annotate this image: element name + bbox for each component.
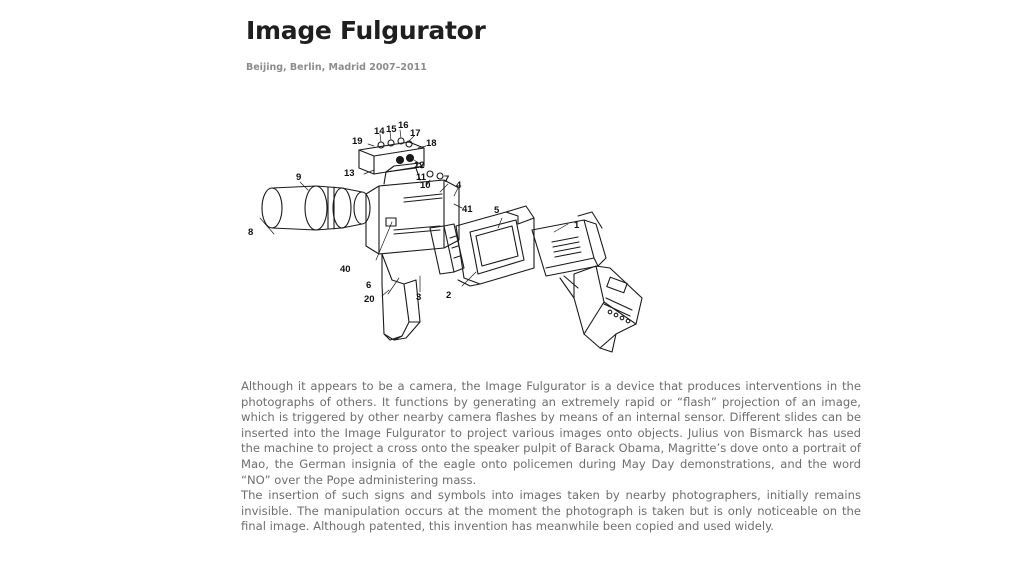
fig-label-17: 17 [410, 128, 421, 139]
fig-label-20: 20 [364, 294, 375, 305]
handle-grip-drawing [381, 253, 421, 341]
fig-label-8: 8 [248, 227, 253, 238]
fig-label-14: 14 [374, 126, 385, 137]
fig-label-6: 6 [366, 280, 371, 291]
fig-label-41: 41 [462, 204, 473, 215]
article-body: Although it appears to be a camera, the … [241, 379, 861, 535]
fig-label-40: 40 [340, 264, 351, 275]
fig-label-12: 12 [414, 160, 425, 171]
fig-label-15: 15 [386, 124, 397, 135]
callout-lines [259, 129, 569, 297]
fig-label-9: 9 [296, 172, 301, 183]
fig-label-5: 5 [494, 205, 500, 216]
flash-unit-drawing [531, 211, 643, 353]
article: Image Fulgurator Beijing, Berlin, Madrid… [241, 0, 864, 577]
fig-label-1: 1 [574, 220, 580, 231]
fig-label-16: 16 [398, 120, 409, 131]
fig-label-11: 11 [416, 172, 427, 183]
fulgurator-illustration: 8 9 40 6 20 3 2 5 1 4 7 10 11 41 13 12 1… [248, 120, 643, 353]
camera-body-drawing [365, 162, 460, 255]
fig-label-10: 10 [420, 180, 431, 191]
fig-label-7: 7 [444, 174, 449, 185]
lens-drawing [261, 185, 371, 231]
fig-label-4: 4 [456, 180, 462, 191]
fig-label-2: 2 [446, 290, 451, 301]
paragraph-2: The insertion of such signs and symbols … [241, 488, 861, 534]
paragraph-1: Although it appears to be a camera, the … [241, 379, 861, 487]
patent-drawing: 8 9 40 6 20 3 2 5 1 4 7 10 11 41 13 12 1… [244, 108, 684, 368]
fig-label-3: 3 [416, 292, 421, 303]
page-title: Image Fulgurator [246, 16, 486, 45]
fig-label-18: 18 [426, 138, 437, 149]
fig-label-13: 13 [344, 168, 355, 179]
location-dates: Beijing, Berlin, Madrid 2007–2011 [246, 62, 427, 73]
reference-numerals: 8 9 40 6 20 3 2 5 1 4 7 10 11 41 13 12 1… [248, 120, 580, 305]
fig-label-19: 19 [352, 136, 363, 147]
projector-drawing [455, 205, 535, 287]
